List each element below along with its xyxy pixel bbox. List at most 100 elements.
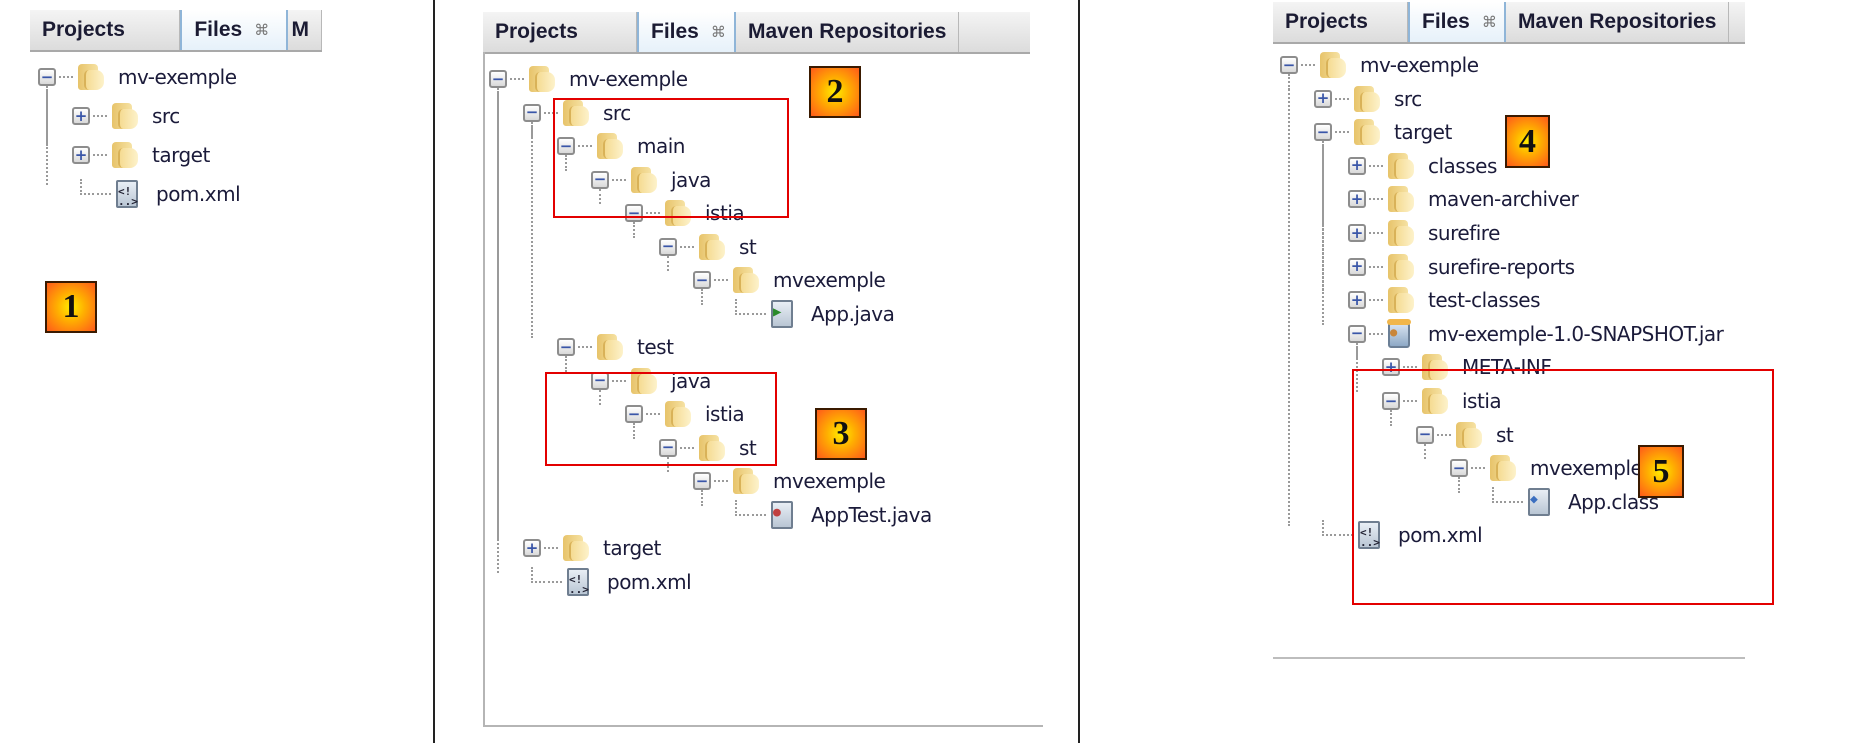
tree-item[interactable]: −mv-exemple <box>489 62 688 96</box>
tree-item-label: mv-exemple-1.0-SNAPSHOT.jar <box>1428 321 1724 346</box>
collapse-icon[interactable]: − <box>1450 459 1468 478</box>
tree-item-label: mv-exemple <box>118 65 237 89</box>
tree-guide-line <box>701 289 703 305</box>
tree-item[interactable]: −istia <box>1382 384 1502 418</box>
collapse-icon[interactable]: − <box>1280 56 1298 74</box>
tree-connector <box>1369 164 1383 167</box>
panel-step-4-5: Projects Files ⌘ Maven Repositories − mv-… <box>1080 0 1876 743</box>
tree-item[interactable]: −●mv-exemple-1.0-SNAPSHOT.jar <box>1348 317 1724 351</box>
tree-item[interactable]: +target <box>523 531 661 565</box>
tree-item[interactable]: <!..>pom.xml <box>1314 518 1483 552</box>
tree-guide-line <box>565 356 567 372</box>
tree-item[interactable]: +test-classes <box>1348 283 1541 317</box>
expand-icon[interactable]: + <box>523 539 541 557</box>
collapse-icon[interactable]: − <box>38 68 56 86</box>
tree-item[interactable]: ●AppTest.java <box>727 498 932 532</box>
tree-guide-line <box>667 255 669 271</box>
tree-item[interactable]: ▶App.java <box>727 297 895 331</box>
expand-icon[interactable]: + <box>1348 156 1366 175</box>
collapse-icon[interactable]: − <box>625 405 643 423</box>
expand-icon[interactable]: + <box>1348 291 1366 310</box>
collapse-icon[interactable]: − <box>1416 425 1434 444</box>
close-tab-icon[interactable]: ⌘ <box>1481 14 1497 31</box>
tree-item-label: classes <box>1428 153 1497 178</box>
tree-item-label: target <box>152 143 210 167</box>
collapse-icon[interactable]: − <box>591 170 609 189</box>
tab-files[interactable]: Files ⌘ <box>1408 2 1506 42</box>
expand-icon[interactable]: + <box>1348 257 1366 276</box>
collapse-icon[interactable]: − <box>557 137 575 155</box>
tab-maven-repositories[interactable]: Maven Repositories <box>736 12 960 52</box>
tree-item[interactable]: +surefire-reports <box>1348 250 1575 284</box>
tab-projects[interactable]: Projects <box>483 12 637 52</box>
collapse-icon[interactable]: − <box>1314 123 1332 142</box>
tree-connector <box>1335 131 1349 134</box>
highlight-box-test-java <box>545 372 777 466</box>
tree-item[interactable]: − mv-exemple <box>38 60 237 94</box>
collapse-icon[interactable]: − <box>659 438 677 457</box>
collapse-icon[interactable]: − <box>1382 392 1400 410</box>
collapse-icon[interactable]: − <box>693 472 711 490</box>
tree-item[interactable]: −target <box>1314 115 1452 149</box>
xml-file-icon: <!..> <box>565 567 591 597</box>
tree-item[interactable]: + surefire <box>1348 216 1500 250</box>
tree-guide-line <box>599 188 601 204</box>
tree-item-label: META-INF <box>1462 355 1552 380</box>
tree-item[interactable]: +src <box>1314 82 1422 116</box>
tree-connector <box>1509 500 1523 503</box>
tab-projects[interactable]: Projects <box>30 10 181 50</box>
tree-item[interactable]: − mv-exemple <box>1280 48 1479 82</box>
tab-files[interactable]: Files ⌘ <box>637 12 736 52</box>
tree-item[interactable]: − mvexemple <box>693 263 886 297</box>
tab-projects[interactable]: Projects <box>1273 2 1408 42</box>
close-tab-icon[interactable]: ⌘ <box>710 24 726 41</box>
tree-connector <box>735 499 749 516</box>
expand-icon[interactable]: + <box>72 107 90 125</box>
expand-icon[interactable]: + <box>1348 224 1366 242</box>
tab-maven-repositories[interactable]: M <box>288 10 322 50</box>
tree-item[interactable]: −istia <box>625 397 745 431</box>
close-tab-icon[interactable]: ⌘ <box>254 22 270 39</box>
tree-connector <box>752 513 766 516</box>
collapse-icon[interactable]: − <box>523 103 541 122</box>
tree-guide-line <box>1288 74 1290 124</box>
tree-item[interactable]: <!..>pom.xml <box>523 565 692 599</box>
tree-connector <box>1369 299 1383 302</box>
tree-item[interactable]: −main <box>557 129 685 163</box>
tree-item[interactable]: −st <box>659 431 757 465</box>
tab-files[interactable]: Files ⌘ <box>180 10 288 50</box>
collapse-icon[interactable]: − <box>1348 324 1366 343</box>
tree-item[interactable]: −st <box>659 230 757 264</box>
expand-icon[interactable]: + <box>1314 89 1332 108</box>
tree-item[interactable]: −mvexemple <box>693 464 886 498</box>
tab-maven-repositories[interactable]: Maven Repositories <box>1506 2 1730 42</box>
tree-connector <box>531 566 545 583</box>
folder-icon <box>731 265 759 295</box>
tree-connector <box>93 115 107 117</box>
tree-item[interactable]: +maven-archiver <box>1348 182 1579 216</box>
tree-item[interactable]: −test <box>557 330 674 364</box>
expand-icon[interactable]: + <box>72 146 90 164</box>
tree-item-label: surefire <box>1428 221 1500 245</box>
collapse-icon[interactable]: − <box>557 338 575 356</box>
tree-item-label: mv-exemple <box>1360 53 1479 77</box>
tree-item[interactable]: −st <box>1416 418 1514 452</box>
tree-connector <box>714 279 728 281</box>
tab-bar: Projects Files ⌘ Maven Repositories <box>1273 2 1745 44</box>
collapse-icon[interactable]: − <box>659 237 677 256</box>
expand-icon[interactable]: + <box>1348 190 1366 209</box>
tree-item[interactable]: −src <box>523 96 631 130</box>
tree-item[interactable]: −java <box>591 163 711 197</box>
tree-guide-line <box>1288 74 1290 527</box>
tree-item[interactable]: + target <box>72 138 210 172</box>
tree-item-label: mvexemple <box>773 268 886 292</box>
tree-item-label: pom.xml <box>1398 523 1483 548</box>
tree-item[interactable]: + classes <box>1348 149 1497 183</box>
collapse-icon[interactable]: − <box>693 271 711 289</box>
tree-item[interactable]: −mvexemple <box>1450 451 1643 485</box>
folder-icon <box>629 165 657 195</box>
tree-item[interactable]: <!..>pom.xml <box>72 177 241 211</box>
tab-files-label: Files <box>194 18 243 41</box>
tree-item[interactable]: +src <box>72 99 180 133</box>
collapse-icon[interactable]: − <box>489 70 507 88</box>
